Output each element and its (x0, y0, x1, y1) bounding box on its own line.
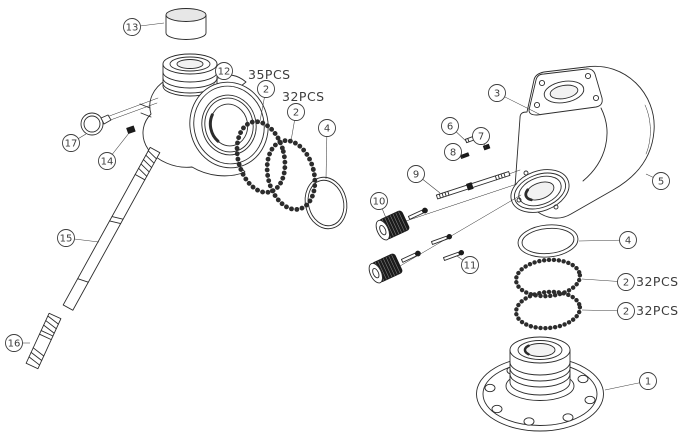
small-stud-b (443, 250, 465, 261)
callout-number: 9 (413, 170, 419, 181)
valve-body-part (139, 53, 269, 177)
callout-number: 13 (126, 23, 139, 34)
ball-retainer-ring-d (513, 289, 583, 331)
callout-bubble (287, 103, 305, 121)
ball-retainer-ring-c (513, 257, 583, 299)
callout-bubble (62, 134, 80, 152)
callout-number: 11 (464, 261, 477, 272)
callout-number: 2 (623, 307, 629, 318)
callout-8: 8 (444, 143, 464, 161)
small-screw-part (126, 125, 136, 134)
callout-bubble (639, 372, 657, 390)
callout-number: 2 (293, 108, 299, 119)
callout-17: 17 (62, 133, 87, 152)
callout-1: 1 (604, 372, 657, 391)
callout-number: 2 (263, 85, 269, 96)
callout-bubble (5, 334, 23, 352)
callout-7: 7 (472, 127, 490, 149)
callout-number: 1 (645, 377, 651, 388)
stud-bolt-part (435, 171, 511, 200)
callout-layer: 13 12 17 14 2 2 4 15 16 3 6 7 8 9 10 11 5 4 2 2 1 (5, 18, 670, 391)
callout-5: 5 (645, 172, 670, 190)
elbow-housing-part (510, 65, 655, 219)
callout-bubble (617, 302, 635, 320)
callout-bubble (123, 18, 141, 36)
knurled-knob-b (368, 250, 421, 284)
pipe-rod-part (62, 146, 161, 311)
cap-part (165, 8, 207, 40)
flange-part (476, 336, 604, 432)
callout-bubble (407, 165, 425, 183)
callout-2: 2 (581, 302, 635, 320)
callout-bubble (652, 172, 670, 190)
quantity-annotation: 32PCS (636, 303, 679, 318)
annotation-layer: 35PCS 32PCS 32PCS 32PCS (248, 67, 679, 318)
linework-layer (25, 8, 655, 432)
o-ring-left (304, 176, 348, 230)
callout-bubble (370, 192, 388, 210)
callout-number: 15 (60, 234, 73, 245)
callout-number: 12 (218, 67, 231, 78)
nut-part (482, 143, 491, 151)
quantity-annotation: 35PCS (248, 67, 291, 82)
small-stud-a (431, 234, 453, 245)
callout-16: 16 (5, 334, 30, 352)
callout-bubble (257, 80, 275, 98)
assembly-axis-lines (399, 183, 522, 267)
callout-4: 4 (578, 231, 637, 249)
callout-number: 5 (658, 177, 664, 188)
quantity-annotation: 32PCS (282, 89, 325, 104)
callout-number: 2 (623, 278, 629, 289)
callout-number: 16 (8, 339, 21, 350)
callout-13: 13 (123, 18, 165, 36)
callout-14: 14 (98, 132, 130, 170)
callout-number: 10 (373, 197, 386, 208)
ball-retainer-ring-b (264, 138, 318, 212)
callout-bubble (318, 119, 336, 137)
callout-bubble (472, 127, 490, 145)
callout-bubble (461, 256, 479, 274)
callout-6: 6 (441, 117, 468, 143)
callout-number: 14 (101, 157, 114, 168)
callout-bubble (444, 143, 462, 161)
callout-bubble (57, 229, 75, 247)
callout-bubble (619, 231, 637, 249)
callout-10: 10 (370, 192, 388, 219)
callout-number: 8 (450, 148, 456, 159)
callout-number: 7 (478, 132, 484, 143)
callout-2: 2 (257, 80, 275, 122)
callout-12: 12 (212, 62, 233, 86)
callout-number: 4 (625, 236, 631, 247)
quantity-annotation: 32PCS (636, 274, 679, 289)
callout-4: 4 (318, 119, 336, 180)
o-ring-right (517, 224, 579, 258)
knurled-knob-a (375, 207, 428, 241)
callout-15: 15 (57, 229, 100, 247)
pressure-gauge-part (80, 97, 159, 136)
callout-2: 2 (581, 273, 635, 291)
callout-bubble (617, 273, 635, 291)
sleeve-part (25, 312, 62, 370)
callout-number: 3 (494, 89, 500, 100)
callout-9: 9 (407, 165, 441, 194)
callout-number: 17 (65, 139, 78, 150)
callout-bubble (215, 62, 233, 80)
callout-bubble (441, 117, 459, 135)
callout-bubble (488, 84, 506, 102)
callout-number: 4 (324, 124, 330, 135)
callout-11: 11 (456, 255, 479, 274)
callout-bubble (98, 152, 116, 170)
callout-3: 3 (488, 84, 542, 116)
ball-retainer-ring-a (234, 119, 288, 195)
callout-2: 2 (287, 103, 305, 142)
callout-number: 6 (447, 122, 453, 133)
